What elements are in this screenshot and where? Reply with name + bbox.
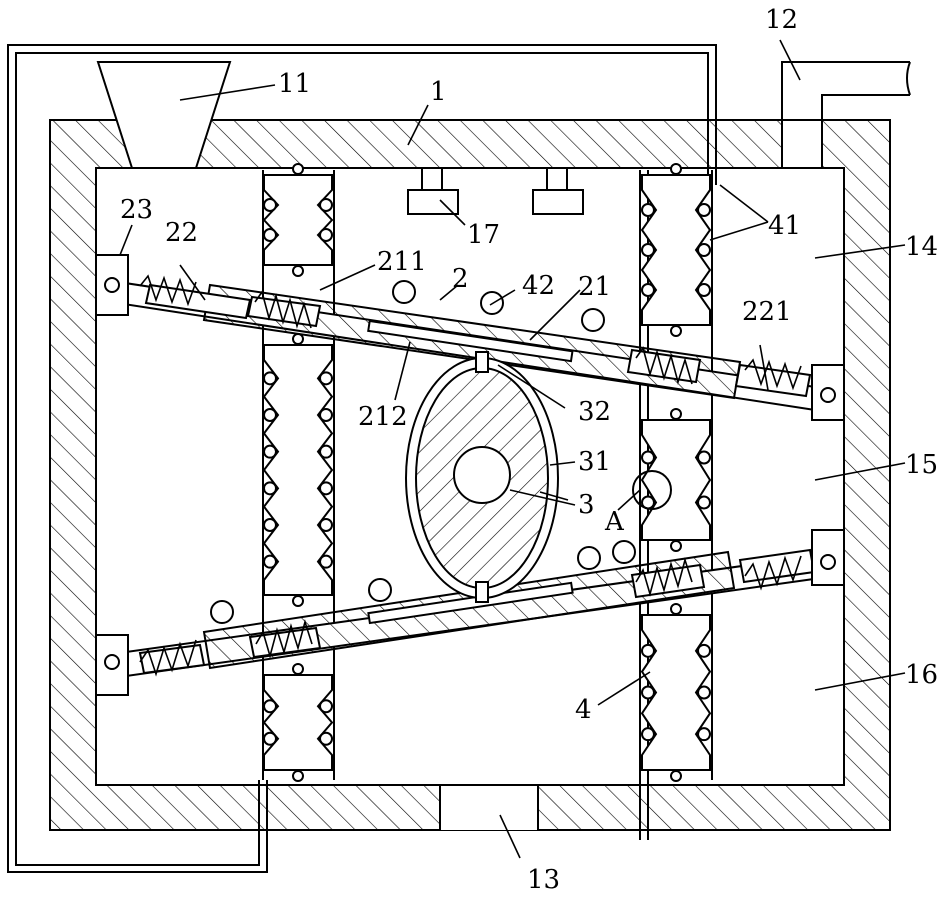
bellows-pivot: [293, 664, 303, 674]
spray-nozzles: [408, 168, 583, 214]
bellows-pivot: [293, 334, 303, 344]
bellows-pivot: [671, 326, 681, 336]
bellows-spring-coil: [320, 519, 332, 531]
bellows-pivot: [293, 164, 303, 174]
bellows-spring-coil: [642, 244, 654, 256]
bellows-body: [264, 675, 332, 770]
label-16: 16: [905, 660, 938, 690]
label-211: 211: [377, 247, 427, 277]
bellows-spring-coil: [320, 372, 332, 384]
bellows-pivot: [293, 596, 303, 606]
label-1: 1: [430, 77, 447, 107]
label-32: 32: [578, 397, 611, 427]
label-a: A: [604, 507, 625, 537]
bellows-spring-coil: [264, 519, 276, 531]
bellows-spring-coil: [320, 733, 332, 745]
label-17: 17: [467, 220, 500, 250]
bellows-spring-coil: [320, 446, 332, 458]
label-22: 22: [165, 218, 198, 248]
bellows-pivot: [293, 771, 303, 781]
bellows-spring-coil: [320, 482, 332, 494]
label-12: 12: [765, 5, 798, 35]
bellows-spring-coil: [642, 204, 654, 216]
bellows-pivot: [293, 266, 303, 276]
bellows-spring-coil: [698, 645, 710, 657]
bellows-spring-coil: [642, 645, 654, 657]
label-221: 221: [742, 297, 792, 327]
bellows-pivot: [671, 771, 681, 781]
bellows-spring-coil: [642, 452, 654, 464]
bellows-pivot: [671, 541, 681, 551]
label-21: 21: [578, 272, 611, 302]
bellows-pivot: [671, 409, 681, 419]
bellows-spring-coil: [264, 199, 276, 211]
bellows-spring-coil: [264, 733, 276, 745]
bellows-spring-coil: [698, 728, 710, 740]
label-2: 2: [452, 264, 469, 294]
bellows-body: [642, 420, 710, 540]
bellows-spring-coil: [320, 199, 332, 211]
bellows-spring-coil: [698, 204, 710, 216]
bellows-spring-coil: [698, 284, 710, 296]
label-31: 31: [578, 447, 611, 477]
bellows-spring-coil: [320, 409, 332, 421]
label-13: 13: [527, 865, 560, 894]
bellows-spring-coil: [698, 452, 710, 464]
label-4: 4: [575, 695, 592, 725]
bellows-spring-coil: [264, 446, 276, 458]
bellows-spring-coil: [264, 700, 276, 712]
bellows-spring-coil: [264, 556, 276, 568]
bellows-spring-coil: [320, 556, 332, 568]
label-41: 41: [768, 211, 801, 241]
label-3: 3: [578, 490, 595, 520]
bellows-spring-coil: [698, 497, 710, 509]
bellows-pivot: [671, 604, 681, 614]
bellows-spring-coil: [264, 372, 276, 384]
bellows-spring-coil: [264, 229, 276, 241]
bellows-spring-coil: [320, 229, 332, 241]
bellows-spring-coil: [320, 700, 332, 712]
label-15: 15: [905, 450, 938, 480]
bellows-body: [264, 175, 332, 265]
label-212: 212: [358, 402, 408, 432]
bellows-spring-coil: [698, 244, 710, 256]
bellows-spring-coil: [264, 482, 276, 494]
label-42: 42: [522, 271, 555, 301]
bellows-spring-coil: [698, 687, 710, 699]
label-11: 11: [278, 69, 311, 99]
bellows-spring-coil: [264, 409, 276, 421]
bellows-spring-coil: [642, 284, 654, 296]
label-14: 14: [905, 232, 938, 262]
bellows-spring-coil: [642, 687, 654, 699]
label-23: 23: [120, 195, 153, 225]
bellows-pivot: [671, 164, 681, 174]
bellows-spring-coil: [642, 728, 654, 740]
